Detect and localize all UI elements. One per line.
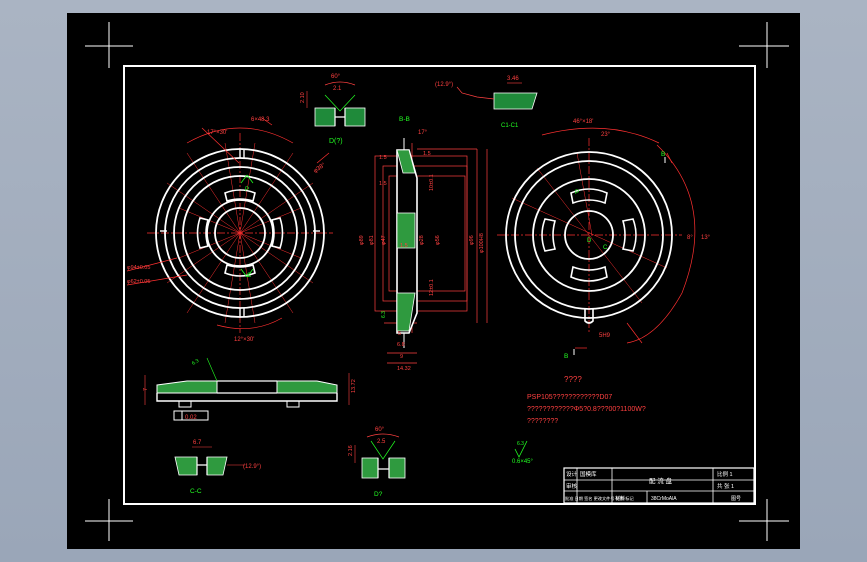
dim-2-16: 2.16 <box>348 445 354 456</box>
section-b-b <box>374 138 488 364</box>
dim-12x30: 12°×30' <box>234 337 254 343</box>
dim-phi62: φ62±0.05 <box>127 279 150 285</box>
dim-12: 12±0.1 <box>429 279 435 296</box>
detail-d-bottom <box>354 433 406 479</box>
dim-phi94: φ94±0.05 <box>127 265 150 271</box>
rough-symbol <box>514 440 528 458</box>
dim-phi56: φ56 <box>435 235 441 245</box>
dim-phi89: φ89 <box>359 235 365 245</box>
dim-9: 9 <box>400 354 403 360</box>
dim-14-32: 14.32 <box>397 366 411 372</box>
rough-mark-general: 6.3 <box>517 441 524 447</box>
dim-phi96: φ96 <box>469 235 475 245</box>
tb-sheet: 共 张 1 <box>717 482 734 490</box>
dim-17: 17° <box>418 130 428 136</box>
dim-6x48: 6×48.3 <box>251 117 270 123</box>
chamfer-note: 0.6×45° <box>512 459 534 465</box>
tb-drawing-no: 图号 <box>731 496 741 502</box>
tb-designer: 国模库 <box>580 470 597 478</box>
notes-line-3: ???????? <box>527 418 558 425</box>
dim-46x18: 46°×18' <box>573 119 593 125</box>
dim-phi100: φ100H8 <box>479 233 485 253</box>
dim-17x30: 17°×30' <box>207 130 227 136</box>
dim-phi28: φ28 <box>419 235 425 245</box>
dim-60-top: 60° <box>331 74 341 80</box>
label-p-left: P <box>245 187 249 193</box>
dim-60-bottom: 60° <box>375 427 385 433</box>
notes-line-2: ????????????Φ5?0.8???00?1100W? <box>527 406 646 413</box>
dim-8: 8° <box>687 235 693 241</box>
section-c-c-bottom <box>174 446 245 476</box>
dim-phi47: φ47 <box>381 235 387 245</box>
dim-5: 5 <box>398 331 401 337</box>
dim-phi38: φ38° <box>313 162 328 175</box>
tb-part-name: 配 流 盘 <box>649 476 673 485</box>
notes-title: ???? <box>564 375 582 384</box>
dim-13-72: 13.72 <box>351 379 357 393</box>
flatness-value: 0.02 <box>185 415 197 421</box>
rough-mark-bottom: 6.3 <box>191 358 200 367</box>
dim-23: 23° <box>601 132 611 138</box>
dim-phi81: φ81 <box>369 235 375 245</box>
tb-review-label: 审核 <box>566 482 578 490</box>
tb-approve-row: 批准 日期 签名 更改文件号 处数 标记 <box>565 495 634 502</box>
dim-2-10: 2.10 <box>300 92 306 103</box>
dim-7: 7 <box>143 388 149 391</box>
label-b-b: B-B <box>399 116 410 123</box>
label-d-right: D <box>587 238 592 244</box>
label-b-right-top: B <box>661 151 665 158</box>
engineering-drawing: 17°×30' 6×48.3 φ38° 12°×30' φ94±0.05 φ62… <box>85 22 789 541</box>
title-block <box>563 467 755 504</box>
drawing-frame <box>123 65 756 505</box>
dim-1-5c: 1.5 <box>379 181 387 187</box>
dim-3-46: 3.46 <box>507 76 519 82</box>
tb-material: 38CrMoAlA <box>651 496 677 502</box>
front-view-right <box>497 127 696 355</box>
rough-mark-center: 6.3 <box>381 311 387 318</box>
dim-13: 13° <box>701 235 711 241</box>
label-p-right: P <box>575 190 579 196</box>
label-c1-c1: C1-C1 <box>501 123 519 129</box>
dim-1-5d: 1.5 <box>400 243 408 249</box>
label-c-right: C <box>603 245 608 251</box>
tb-material-label: 材料 <box>615 495 625 502</box>
tb-design-label: 设计 <box>566 470 578 478</box>
label-detail-d-bottom: D? <box>374 491 383 498</box>
tb-scale: 比例 1 <box>717 470 733 478</box>
dim-10: 10±0.1 <box>429 174 435 191</box>
side-section-bottom <box>144 357 350 421</box>
dim-6-8: 6.8 <box>397 342 405 348</box>
drawing-sheet: 17°×30' 6×48.3 φ38° 12°×30' φ94±0.05 φ62… <box>67 13 800 549</box>
dim-2-1: 2.1 <box>333 86 342 92</box>
label-c-c: C-C <box>190 488 202 495</box>
label-b-right-bottom: B <box>564 353 568 360</box>
dim-12-9-top: (12.9°) <box>435 82 453 88</box>
dim-5h9: 5H9 <box>599 333 611 339</box>
dim-1-5a: 1.5 <box>379 155 387 161</box>
dim-6-7: 6.7 <box>193 440 202 446</box>
label-detail-d-top: D(?) <box>329 138 343 145</box>
dim-2-5: 2.5 <box>377 439 386 445</box>
notes-line-1: PSP105????????????D07 <box>527 394 612 401</box>
dim-12-9-bottom: (12.9°) <box>243 464 261 470</box>
label-c-left: C <box>247 273 252 279</box>
dim-1-5b: 1.5 <box>423 151 431 157</box>
detail-d-top <box>306 81 366 127</box>
front-view-left <box>126 117 333 333</box>
crop-marks <box>85 22 789 541</box>
section-c1-top <box>456 82 538 110</box>
